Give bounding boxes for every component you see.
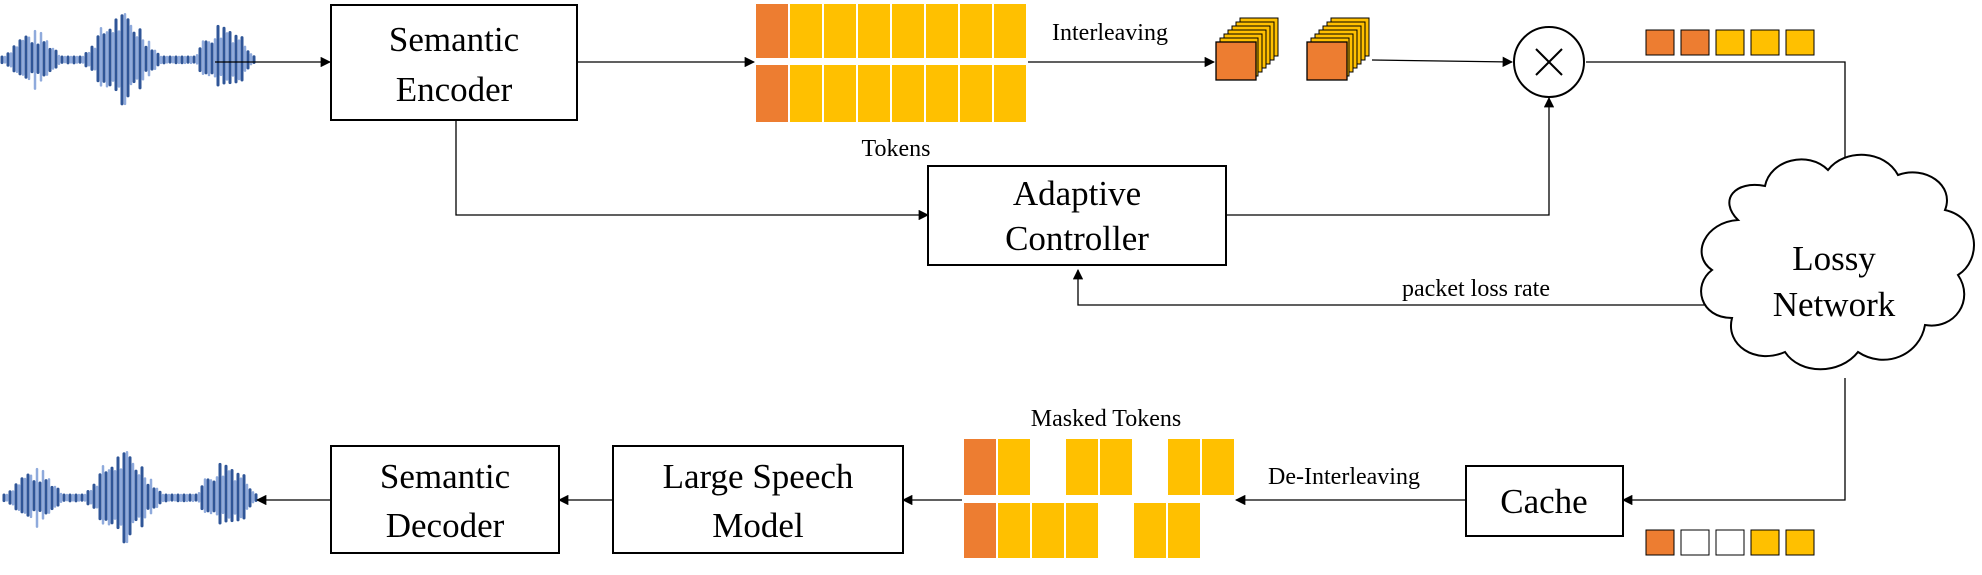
lossy-network-label-line1: Lossy	[1792, 239, 1876, 278]
semantic-decoder-label-line1: Semantic	[380, 457, 510, 496]
large-speech-model-block: Large Speech Model	[612, 445, 904, 554]
semantic-decoder-block: Semantic Decoder	[330, 445, 560, 554]
large-speech-model-label-line2: Model	[712, 506, 804, 545]
semantic-encoder-label-line2: Encoder	[396, 70, 513, 109]
masked-token-grid	[962, 437, 1236, 560]
adaptive-controller-block: Adaptive Controller	[927, 165, 1227, 266]
interleaved-packet-stack-2	[1306, 17, 1370, 81]
arrow-controller-to-multiply	[1226, 96, 1555, 216]
interleaved-packet-stack-1	[1215, 17, 1279, 81]
transmitted-packet	[1645, 29, 1815, 56]
semantic-encoder-label-line1: Semantic	[389, 20, 519, 59]
multiply-icon	[1513, 26, 1585, 98]
token-grid	[754, 2, 1028, 124]
semantic-decoder-label-line2: Decoder	[386, 506, 505, 545]
arrow-encoder-to-controller	[455, 120, 930, 221]
lossy-network-label-line2: Network	[1773, 285, 1896, 324]
cache-block: Cache	[1465, 465, 1624, 537]
adaptive-controller-label-line1: Adaptive	[1013, 174, 1141, 213]
received-packet	[1645, 529, 1815, 556]
cache-label: Cache	[1500, 482, 1587, 521]
masked-tokens-label: Masked Tokens	[1031, 406, 1182, 432]
cloud-icon: Lossy Network	[1700, 153, 1975, 371]
large-speech-model-label-line1: Large Speech	[663, 457, 854, 496]
semantic-encoder-block: Semantic Encoder	[330, 4, 578, 121]
tokens-label: Tokens	[862, 136, 931, 162]
arrow-network-to-controller	[1072, 268, 1712, 306]
output-waveform-icon	[2, 451, 258, 544]
adaptive-controller-label-line2: Controller	[1005, 219, 1149, 258]
packet-loss-rate-label: packet loss rate	[1402, 276, 1550, 302]
de-interleaving-label: De-Interleaving	[1268, 464, 1420, 490]
input-waveform-icon	[0, 13, 256, 106]
interleaving-label: Interleaving	[1052, 20, 1168, 46]
arrow-network-to-cache	[1621, 378, 1846, 506]
arrow-interleave-to-multiply	[1371, 56, 1514, 68]
